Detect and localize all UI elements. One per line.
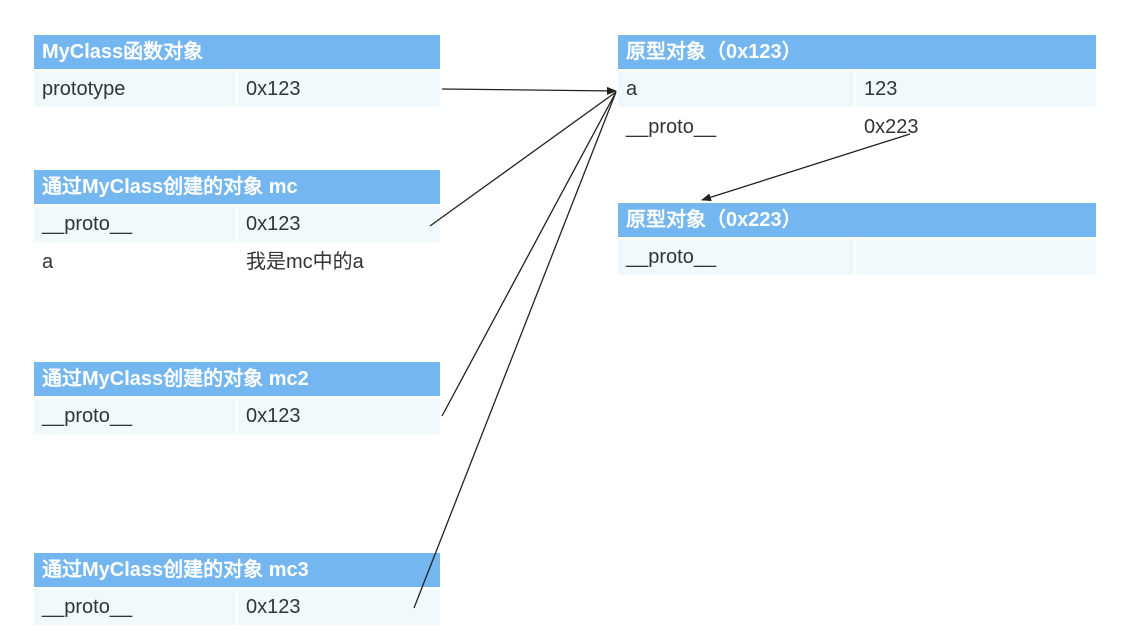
row-value: 我是mc中的a bbox=[246, 251, 364, 273]
row-key: __proto__ bbox=[618, 239, 854, 275]
row-value: 0x123 bbox=[238, 206, 440, 242]
mc3-object-table: 通过MyClass创建的对象 mc3 __proto__ 0x123 bbox=[34, 553, 440, 625]
arrow-mc2-to-0x123 bbox=[441, 91, 617, 417]
table-row: __proto__ 0x123 bbox=[34, 398, 440, 434]
table-row: __proto__ bbox=[618, 239, 1096, 275]
row-key: prototype bbox=[34, 71, 236, 107]
table-header: 原型对象（0x223） bbox=[618, 203, 1096, 237]
row-key: __proto__ bbox=[34, 589, 236, 625]
table-row: __proto__ 0x123 bbox=[34, 589, 440, 625]
table-header: 通过MyClass创建的对象 mc3 bbox=[34, 553, 440, 587]
arrow-mc3-to-0x123 bbox=[413, 91, 617, 609]
row-key: __proto__ bbox=[34, 206, 236, 242]
table-row: __proto__ 0x223 bbox=[618, 109, 1096, 145]
table-row: a 123 bbox=[618, 71, 1096, 107]
row-value: 123 bbox=[856, 71, 1096, 107]
row-value: 0x123 bbox=[238, 71, 440, 107]
row-value: 0x123 bbox=[238, 589, 440, 625]
table-header: 通过MyClass创建的对象 mc2 bbox=[34, 362, 440, 396]
table-row: __proto__ 0x123 bbox=[34, 206, 440, 242]
table-header: MyClass函数对象 bbox=[34, 35, 440, 69]
table-row: prototype 0x123 bbox=[34, 71, 440, 107]
myclass-function-table: MyClass函数对象 prototype 0x123 bbox=[34, 35, 440, 107]
arrow-prototype-to-0x123 bbox=[441, 86, 617, 95]
prototype-0x123-table: 原型对象（0x123） a 123 __proto__ 0x223 bbox=[618, 35, 1096, 145]
row-key: a bbox=[618, 71, 854, 107]
arrow-0x123-proto-to-0x223 bbox=[701, 133, 911, 202]
row-key: __proto__ bbox=[626, 116, 717, 138]
row-value: 0x223 bbox=[864, 116, 919, 138]
arrow-mc-to-0x123 bbox=[429, 91, 617, 227]
mc-object-table: 通过MyClass创建的对象 mc __proto__ 0x123 a 我是mc… bbox=[34, 170, 440, 280]
row-value bbox=[856, 239, 1096, 275]
row-key: __proto__ bbox=[34, 398, 236, 434]
prototype-0x223-table: 原型对象（0x223） __proto__ bbox=[618, 203, 1096, 275]
table-header: 原型对象（0x123） bbox=[618, 35, 1096, 69]
table-header: 通过MyClass创建的对象 mc bbox=[34, 170, 440, 204]
row-key: a bbox=[42, 251, 54, 273]
mc2-object-table: 通过MyClass创建的对象 mc2 __proto__ 0x123 bbox=[34, 362, 440, 434]
table-row: a 我是mc中的a bbox=[34, 244, 440, 280]
row-value: 0x123 bbox=[238, 398, 440, 434]
